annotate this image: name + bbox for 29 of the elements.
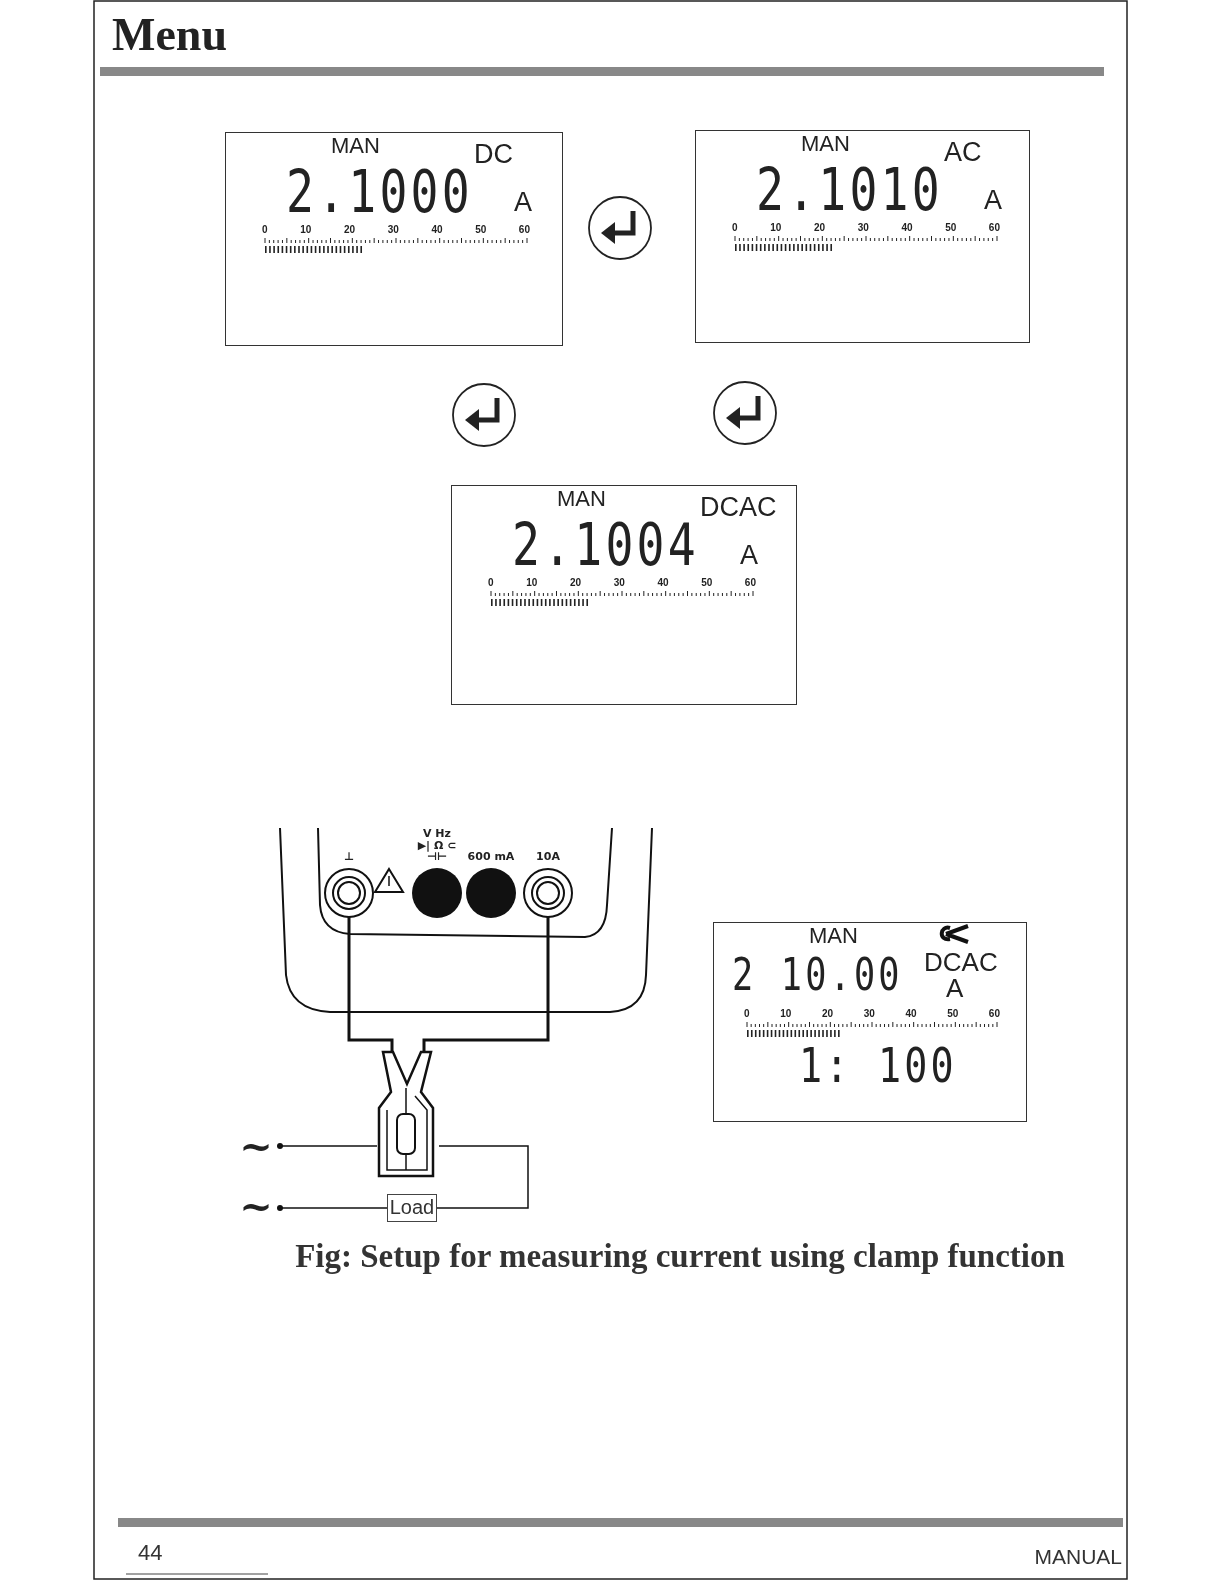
footer-text: MANUAL <box>1034 1545 1122 1569</box>
mode-text: AC <box>944 139 982 166</box>
mode-text: MAN <box>809 925 858 947</box>
mode-text: DCAC <box>700 494 777 521</box>
page-title: Menu <box>112 8 227 61</box>
mode-text: MAN <box>331 135 380 157</box>
reading-text: 2 10.00 <box>732 953 903 997</box>
reading-text: 2.1010 <box>756 161 943 219</box>
scale-numbers: 0 10 20 30 40 50 60 <box>262 225 530 235</box>
unit-text: A <box>514 189 532 216</box>
mode-text: MAN <box>557 488 606 510</box>
terminal-label: V Hz ▶| Ω ⊂ ⊣⊢ <box>417 828 457 863</box>
mode-text: DC <box>474 141 513 168</box>
reading-text: 2.1004 <box>512 516 699 574</box>
reading-text: 1: 100 <box>799 1041 957 1089</box>
reading-text: 2.1000 <box>286 163 473 221</box>
scale-numbers: 0 10 20 30 40 50 60 <box>732 223 1000 233</box>
page-number: 44 <box>138 1540 163 1566</box>
terminal-label: 10A <box>536 851 560 863</box>
scale-numbers: 0 10 20 30 40 50 60 <box>744 1009 1000 1019</box>
unit-text: A <box>946 975 964 1001</box>
mode-text: MAN <box>801 133 850 155</box>
scale-numbers: 0 10 20 30 40 50 60 <box>488 578 756 588</box>
terminal-label: 600 mA <box>467 851 515 863</box>
unit-text: A <box>984 187 1002 214</box>
figure-caption: Fig: Setup for measuring current using clamp function <box>294 1238 1066 1275</box>
mode-text: DCAC <box>924 949 998 975</box>
terminal-label: ⊥ <box>343 851 355 863</box>
unit-text: A <box>740 542 758 569</box>
